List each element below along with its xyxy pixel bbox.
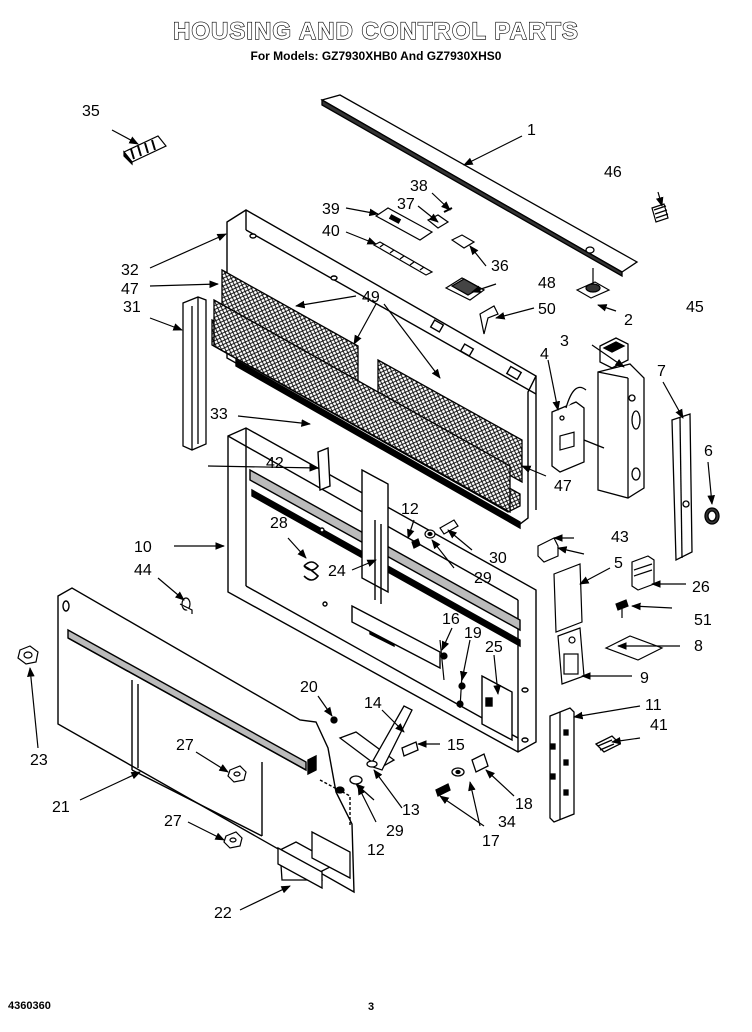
callout-22: 22 [214,905,232,922]
grease-filter-upper [221,268,523,484]
callout-36: 36 [491,258,509,275]
page-number: 3 [368,1001,375,1013]
callout-12a: 12 [401,501,419,518]
callout-14: 14 [364,695,382,712]
lever-assembly [330,705,489,797]
callout-28: 28 [270,515,288,532]
left-side-channel [182,296,207,451]
callout-39: 39 [322,201,340,218]
callout-15: 15 [447,737,465,754]
cover-plate [277,830,351,890]
callout-4: 4 [540,346,549,363]
small-knob [651,203,669,223]
callout-24: 24 [328,563,346,580]
callout-7: 7 [657,363,666,380]
callout-34: 34 [498,814,516,831]
callout-47b: 47 [554,478,572,495]
callout-27a: 27 [176,737,194,754]
callout-9: 9 [640,670,649,687]
front-panel [57,587,355,894]
page-subtitle: For Models: GZ7930XHB0 And GZ7930XHS0 [250,49,502,63]
callout-47a: 47 [121,281,139,298]
callout-33: 33 [210,406,228,423]
top-trim-strip [320,94,639,278]
callout-2: 2 [624,312,633,329]
callout-41: 41 [650,717,668,734]
callout-51: 51 [694,612,712,629]
callout-25: 25 [485,639,503,656]
callout-17: 17 [482,833,500,850]
callout-23: 23 [30,752,48,769]
right-small-parts [553,431,664,685]
callout-37: 37 [397,196,415,213]
spring-part [303,561,320,581]
callout-40: 40 [322,223,340,240]
callout-31: 31 [123,299,141,316]
callout-38: 38 [410,178,428,195]
callout-6: 6 [704,443,713,460]
callout-46: 46 [604,164,622,181]
callout-5: 5 [614,555,623,572]
callout-12b: 12 [367,842,385,859]
callout-26: 26 [692,579,710,596]
callout-8: 8 [694,638,703,655]
callout-35: 35 [82,103,100,120]
control-board-parts [372,207,499,335]
main-housing-box [227,427,537,753]
callout-29a: 29 [474,570,492,587]
callout-42: 42 [266,455,284,472]
callout-49: 49 [362,289,380,306]
right-side-channel [671,413,720,562]
grease-filter-lower [211,298,521,514]
callout-11: 11 [645,697,662,714]
callout-30: 30 [489,550,507,567]
callout-1: 1 [527,122,536,139]
callout-32: 32 [121,262,139,279]
callout-48: 48 [538,275,556,292]
callout-21: 21 [52,799,70,816]
callout-43: 43 [611,529,629,546]
callout-16: 16 [442,611,460,628]
terminal-block [123,135,167,166]
page-title: HOUSING AND CONTROL PARTS [172,17,579,45]
leader-lines [27,129,716,911]
center-hardware [179,519,466,709]
callout-27b: 27 [164,813,182,830]
callout-50: 50 [538,301,556,318]
callout-3: 3 [560,333,569,350]
callout-44: 44 [134,562,152,579]
document-number: 4360360 [8,1000,51,1012]
foot-part [575,268,611,299]
small-bracket [537,537,559,563]
callout-10: 10 [134,539,152,556]
callout-18: 18 [515,796,533,813]
callout-13: 13 [402,802,420,819]
callout-20: 20 [300,679,318,696]
callout-19: 19 [464,625,482,642]
nuts-and-clips [17,645,247,849]
control-housing [551,337,645,499]
callout-29b: 29 [386,823,404,840]
callout-45: 45 [686,299,704,316]
callout-labels: 1 2 3 4 5 6 7 8 9 10 11 12 12 13 14 15 1… [30,103,713,922]
right-mount-bracket [549,707,622,823]
